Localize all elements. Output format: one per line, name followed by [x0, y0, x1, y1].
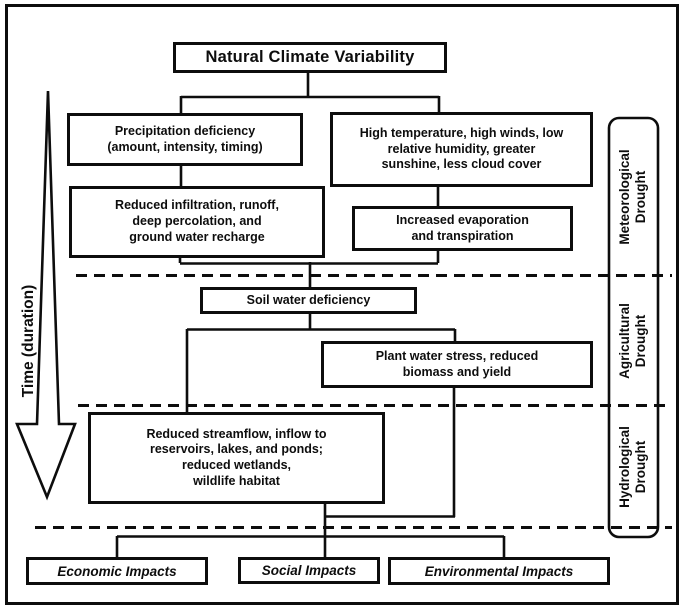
box-precipitation-deficiency: Precipitation deficiency (amount, intens… — [67, 113, 303, 166]
box-reduced-streamflow: Reduced streamflow, inflow to reservoirs… — [88, 412, 385, 504]
box-increased-evaporation: Increased evaporation and transpiration — [352, 206, 573, 251]
box-economic-impacts: Economic Impacts — [26, 557, 208, 585]
time-duration-axis-label: Time (duration) — [20, 284, 37, 398]
box-atmospheric-conditions: High temperature, high winds, low relati… — [330, 112, 593, 187]
label-hydrological-drought: Hydrological Drought — [617, 426, 648, 508]
box-plant-water-stress: Plant water stress, reduced biomass and … — [321, 341, 593, 388]
box-natural-climate-variability: Natural Climate Variability — [173, 42, 447, 73]
flow-connector-lines — [115, 73, 506, 558]
time-duration-arrow — [15, 90, 77, 501]
box-soil-water-deficiency: Soil water deficiency — [200, 287, 417, 314]
box-environmental-impacts: Environmental Impacts — [388, 557, 610, 585]
label-meteorological-drought: Meteorological Drought — [617, 149, 648, 245]
box-reduced-infiltration: Reduced infiltration, runoff, deep perco… — [69, 186, 325, 258]
drought-stage-bracket — [607, 116, 660, 539]
box-social-impacts: Social Impacts — [238, 557, 380, 584]
figure-border — [5, 4, 679, 605]
